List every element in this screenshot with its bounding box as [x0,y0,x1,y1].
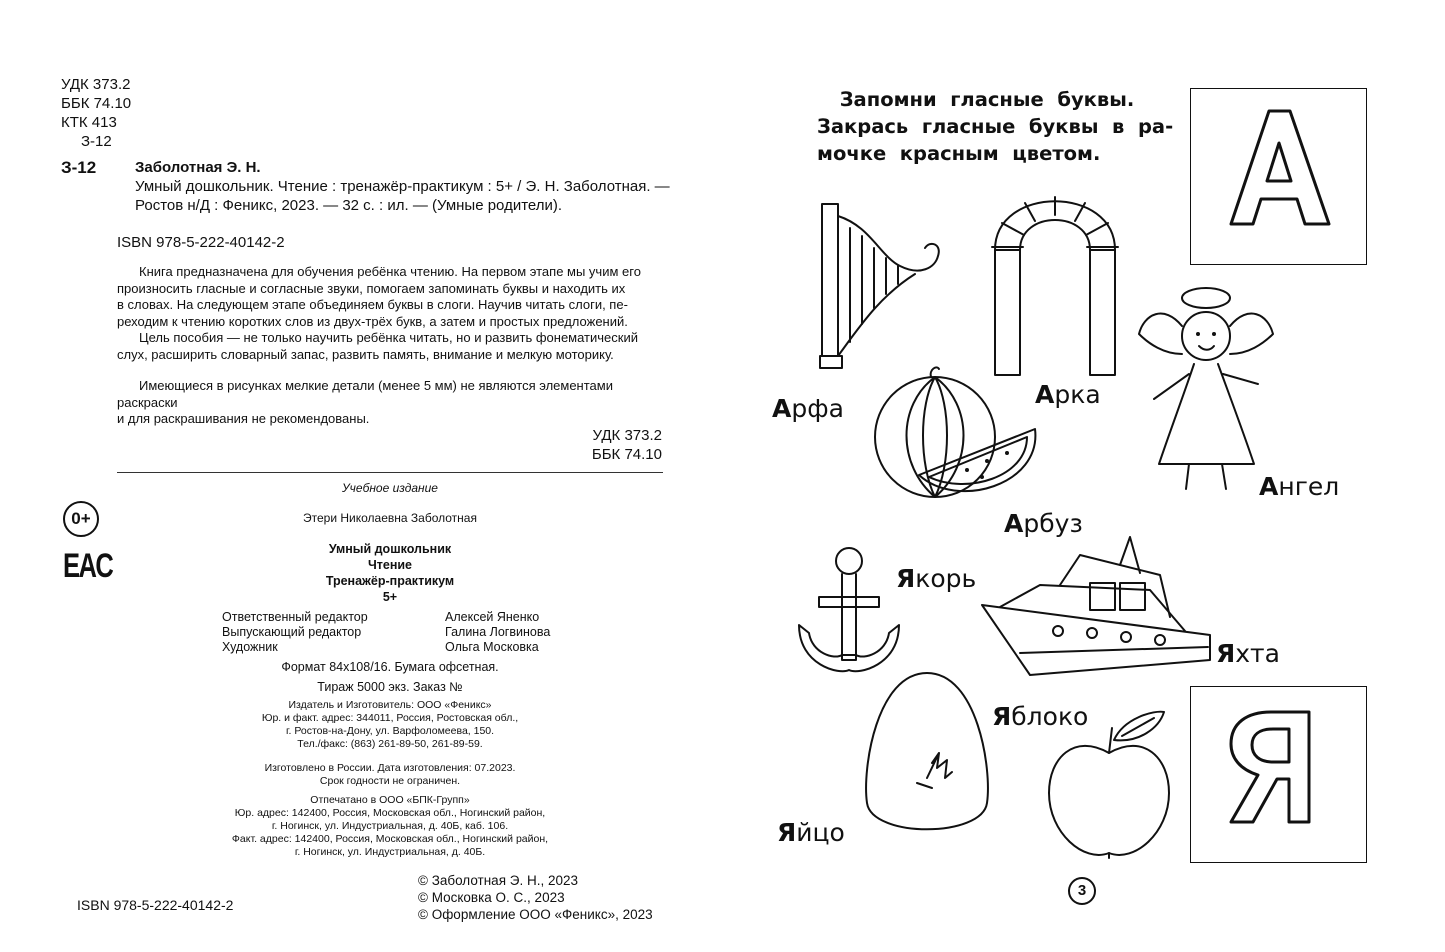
description-line: Книга предназначена для обучения ребёнка… [139,264,641,279]
description-line: в словах. На следующем этапе объединяем … [117,297,628,312]
description-line: произносить гласные и согласные звуки, п… [117,280,626,296]
staff-name: Ольга Московка [445,640,539,654]
title-line: Чтение [367,558,413,572]
instruction-line: Закрась гласные буквы в ра- [817,115,1174,138]
print-run: Тираж 5000 экз. Заказ № [317,680,463,694]
made-line: Изготовлено в России. Дата изготовления:… [264,762,516,774]
publisher-line: г. Ростов-на-Дону, ул. Варфоломеева, 150… [285,725,495,737]
warning-line: и для раскрашивания не рекомендованы. [117,411,370,426]
isbn: ISBN 978-5-222-40142-2 [117,234,285,251]
right-page: Запомни гласные буквы. Закрась гласные б… [722,0,1445,952]
printer-line: Отпечатано в ООО «БПК-Групп» [310,794,470,806]
description: Книга предназначена для обучения ребёнка… [117,264,667,363]
printer-line: г. Ногинск, ул. Индустриальная, д. 40Б, … [271,820,509,832]
yacht-drawing [981,536,1211,676]
copyrights: © Заболотная Э. Н., 2023 © Московка О. С… [418,872,653,923]
printer-info: Отпечатано в ООО «БПК-Групп» Юр. адрес: … [117,794,663,859]
staff-name: Алексей Яненко [445,610,540,624]
word-angel: Ангел [1259,472,1340,501]
publisher-line: Тел./факс: (863) 261-89-50, 261-89-59. [297,738,483,750]
word-yakor: Якорь [896,564,977,593]
catalog-mark: З-12 [61,158,97,177]
arch-drawing [991,196,1119,376]
letter-a-frame[interactable]: А [1190,88,1367,265]
instruction-line: мочке красным цветом. [817,142,1101,165]
description-line: реходим к чтению коротких слов из двух-т… [117,313,628,329]
left-page: УДК 373.2 ББК 74.10 КТК 413 З-12 З-12 За… [0,0,722,952]
watermelon-drawing [874,366,1037,498]
title-line: Тренажёр-практикум [325,574,455,588]
letter-ya-outline [1229,710,1311,824]
letter-ya-frame[interactable]: Я [1190,686,1367,863]
word-arbuz: Арбуз [1004,509,1083,538]
description-line: слух, расширить словарный запас, развить… [117,346,614,362]
staff-name: Галина Логвинова [445,625,551,639]
page-number: 3 [1068,877,1096,905]
staff-role: Художник [222,640,278,654]
title-line: Умный дошкольник [328,542,452,556]
word-yaytso: Яйцо [777,818,845,847]
bbk-code: ББК 74.10 [61,95,132,112]
udk-code-right: УДК 373.2 [592,427,662,444]
author-mark-code: З-12 [81,133,112,150]
title-line: 5+ [382,590,398,604]
edition-type: Учебное издание [342,481,438,495]
egg-drawing [865,672,989,831]
book-title: Умный дошкольник Чтение Тренажёр-практик… [117,541,663,605]
staff-role: Ответственный редактор [222,610,368,624]
codes-right: УДК 373.2 ББК 74.10 [500,426,662,464]
printer-line: г. Ногинск, ул. Индустриальная, д. 40Б. [294,846,486,858]
word-yabloko: Яблоко [992,702,1089,731]
anchor-drawing [798,547,900,673]
author-full-name: Этери Николаевна Заболотная [303,511,477,525]
word-arka: Арка [1035,380,1101,409]
printer-line: Юр. адрес: 142400, Россия, Московская об… [234,807,546,819]
made-line: Срок годности не ограничен. [319,775,461,787]
staff-row: Художник Ольга Московка [222,640,622,655]
manufacture-info: Изготовлено в России. Дата изготовления:… [117,762,663,788]
letter-a-outline [1229,109,1331,226]
description-line: Цель пособия — не только научить ребёнка… [139,330,638,345]
word-arfa: Арфа [772,394,844,423]
staff-list: Ответственный редактор Алексей Яненко Вы… [222,610,622,655]
age-rating-badge: 0+ [63,501,99,537]
ktk-code: КТК 413 [61,114,117,131]
copyright-line: © Заболотная Э. Н., 2023 [418,873,578,888]
classification-codes: УДК 373.2 ББК 74.10 КТК 413 З-12 [61,75,131,151]
apple-drawing [1048,710,1170,859]
bbk-code-right: ББК 74.10 [591,446,662,463]
instruction-text: Запомни гласные буквы. Закрась гласные б… [817,86,1174,167]
catalog-entry: Заболотная Э. Н. Умный дошкольник. Чтени… [135,158,695,215]
warning-line: Имеющиеся в рисунках мелкие детали (мене… [117,378,613,410]
staff-row: Выпускающий редактор Галина Логвинова [222,625,622,640]
publisher-line: Издатель и Изготовитель: ООО «Феникс» [288,699,492,711]
staff-role: Выпускающий редактор [222,625,362,639]
udk-code: УДК 373.2 [61,76,131,93]
safety-warning: Имеющиеся в рисунках мелкие детали (мене… [117,378,667,428]
copyright-line: © Московка О. С., 2023 [418,890,565,905]
publisher-info: Издатель и Изготовитель: ООО «Феникс» Юр… [117,699,663,751]
harp-drawing [819,203,940,369]
isbn-bottom: ISBN 978-5-222-40142-2 [77,897,234,913]
word-yakhta: Яхта [1216,639,1280,668]
publisher-line: Юр. и факт. адрес: 344011, Россия, Росто… [261,712,519,724]
instruction-line: Запомни гласные буквы. [839,88,1135,111]
eac-mark: EAC [63,547,114,585]
staff-row: Ответственный редактор Алексей Яненко [222,610,622,625]
catalog-line-2: Ростов н/Д : Феникс, 2023. — 32 с. : ил.… [135,197,563,214]
format-info: Формат 84x108/16. Бумага офсетная. [281,660,499,674]
printer-line: Факт. адрес: 142400, Россия, Московская … [231,833,549,845]
angel-drawing [1138,287,1274,490]
copyright-line: © Оформление ООО «Феникс», 2023 [418,907,653,922]
catalog-line-1: Умный дошкольник. Чтение : тренажёр-прак… [135,178,670,195]
catalog-author: Заболотная Э. Н. [135,159,261,176]
divider [117,472,663,473]
